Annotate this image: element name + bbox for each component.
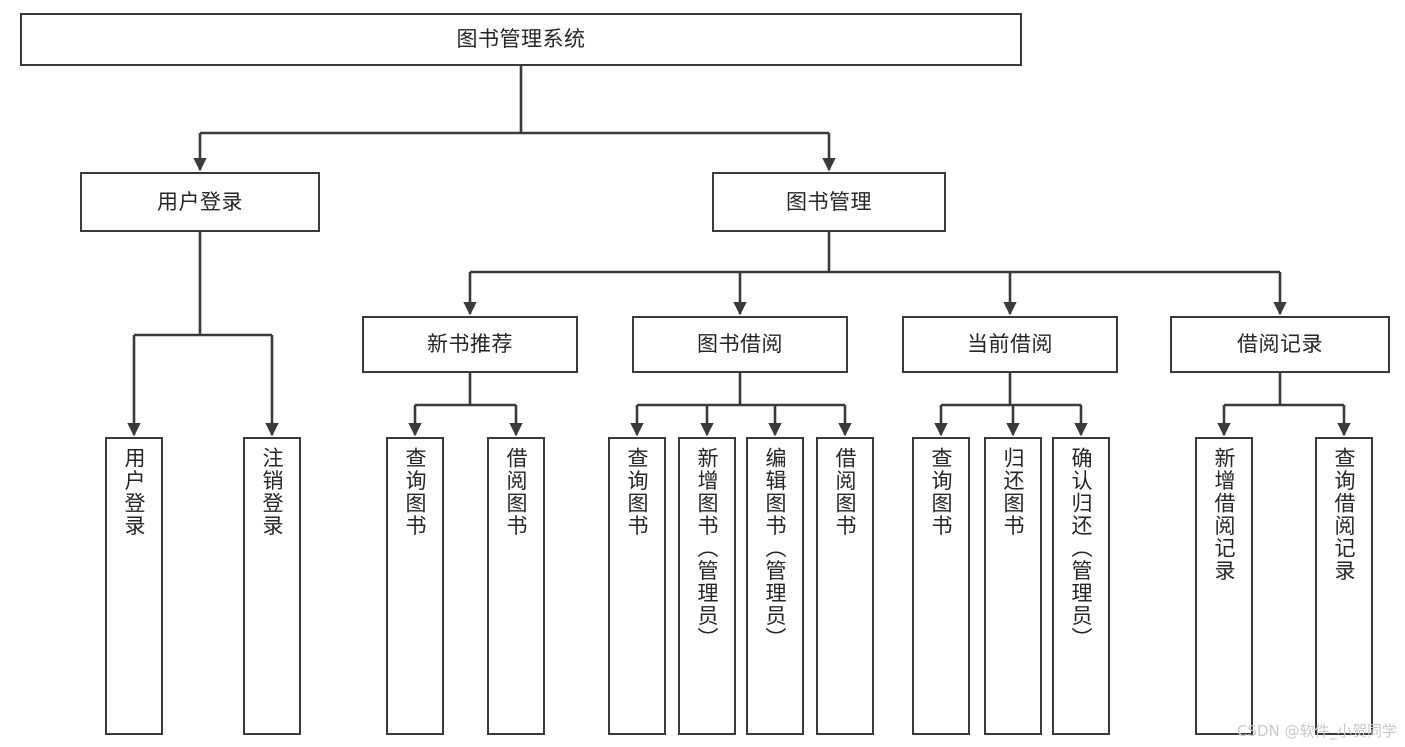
node-leaf-return-book[interactable]: 归还图书 (984, 437, 1042, 735)
node-leaf-user-login[interactable]: 用户登录 (105, 437, 163, 735)
node-leaf-add-borrow-record[interactable]: 新增借阅记录 (1195, 437, 1253, 735)
node-borrow-record-label: 借阅记录 (1237, 332, 1323, 357)
node-leaf-borrow-book-2-label: 借阅图书 (833, 447, 858, 537)
node-user-login-label: 用户登录 (157, 189, 243, 214)
node-leaf-borrow-book-2[interactable]: 借阅图书 (816, 437, 874, 735)
node-leaf-query-book-3[interactable]: 查询图书 (912, 437, 970, 735)
node-root-label: 图书管理系统 (456, 27, 586, 52)
node-book-manage[interactable]: 图书管理 (712, 172, 946, 232)
node-leaf-query-book-3-label: 查询图书 (929, 447, 954, 537)
node-leaf-query-book-1[interactable]: 查询图书 (386, 437, 444, 735)
node-leaf-add-borrow-record-label: 新增借阅记录 (1212, 447, 1237, 582)
node-book-borrow-label: 图书借阅 (697, 332, 783, 357)
node-current-borrow[interactable]: 当前借阅 (902, 316, 1118, 373)
node-leaf-borrow-book-1[interactable]: 借阅图书 (487, 437, 545, 735)
node-leaf-query-book-1-label: 查询图书 (403, 447, 428, 537)
node-leaf-edit-book-admin-label: 编辑图书（管理员） (763, 447, 788, 650)
node-leaf-query-borrow-record-label: 查询借阅记录 (1332, 447, 1357, 582)
node-user-login[interactable]: 用户登录 (80, 172, 320, 232)
node-leaf-logout[interactable]: 注销登录 (243, 437, 301, 735)
node-root[interactable]: 图书管理系统 (20, 13, 1022, 66)
node-current-borrow-label: 当前借阅 (967, 332, 1053, 357)
node-leaf-add-book-admin-label: 新增图书（管理员） (695, 447, 720, 650)
node-leaf-query-borrow-record[interactable]: 查询借阅记录 (1315, 437, 1373, 735)
node-new-book-recommend[interactable]: 新书推荐 (362, 316, 578, 373)
node-book-borrow[interactable]: 图书借阅 (632, 316, 848, 373)
node-leaf-add-book-admin[interactable]: 新增图书（管理员） (678, 437, 736, 735)
node-leaf-return-book-label: 归还图书 (1001, 447, 1026, 537)
node-leaf-borrow-book-1-label: 借阅图书 (504, 447, 529, 537)
node-book-manage-label: 图书管理 (786, 189, 872, 214)
node-leaf-query-book-2-label: 查询图书 (625, 447, 650, 537)
node-leaf-confirm-return-admin-label: 确认归还（管理员） (1069, 447, 1094, 650)
node-leaf-query-book-2[interactable]: 查询图书 (608, 437, 666, 735)
node-leaf-confirm-return-admin[interactable]: 确认归还（管理员） (1052, 437, 1110, 735)
node-leaf-logout-label: 注销登录 (260, 447, 285, 537)
node-new-book-recommend-label: 新书推荐 (427, 332, 513, 357)
node-leaf-user-login-label: 用户登录 (122, 447, 147, 537)
csdn-watermark: CSDN @软件_小贺同学 (1236, 722, 1397, 740)
node-leaf-edit-book-admin[interactable]: 编辑图书（管理员） (746, 437, 804, 735)
node-borrow-record[interactable]: 借阅记录 (1170, 316, 1390, 373)
